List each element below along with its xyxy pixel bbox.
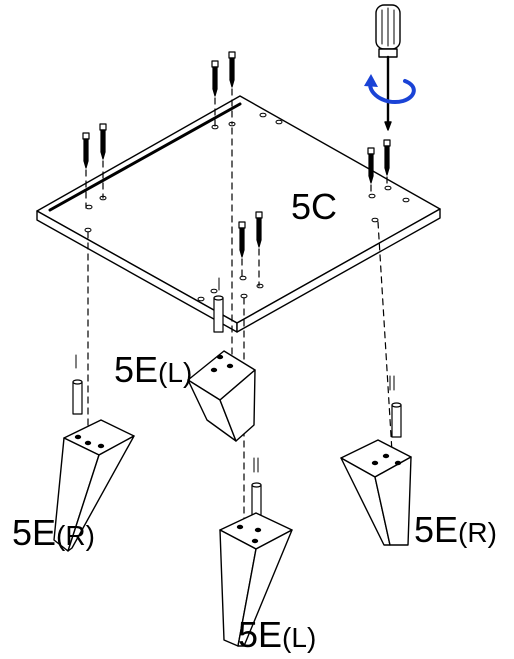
screws — [82, 51, 391, 258]
label-leg-left-code: 5E — [12, 512, 57, 553]
label-leg-bottom-side: (L) — [282, 622, 317, 653]
leg-bottom — [219, 512, 293, 647]
dowel — [213, 295, 224, 333]
label-leg-bottom: 5E(L) — [238, 617, 316, 653]
label-leg-right: 5E(R) — [414, 512, 497, 548]
screw — [238, 221, 246, 258]
dowel — [72, 379, 83, 415]
screw — [211, 60, 219, 97]
label-leg-front-left-code: 5E — [114, 349, 159, 390]
label-leg-front-left: 5E(L) — [114, 352, 192, 388]
label-leg-right-side: (R) — [458, 517, 497, 548]
screwdriver-icon — [375, 4, 401, 131]
label-top-panel: 5C — [291, 186, 338, 227]
screw — [367, 147, 375, 184]
screw — [82, 132, 90, 169]
label-leg-left: 5E(R) — [12, 515, 95, 551]
label-leg-right-code: 5E — [414, 509, 459, 550]
screw — [228, 51, 236, 88]
label-leg-front-left-side: (L) — [158, 357, 193, 388]
screw — [255, 211, 263, 248]
screw — [99, 123, 107, 160]
leg-right — [340, 439, 412, 546]
top-panel — [36, 95, 441, 333]
dowel — [391, 402, 402, 438]
label-leg-left-side: (R) — [56, 520, 95, 551]
dowel — [251, 482, 262, 518]
rotate-clockwise-icon — [364, 74, 416, 105]
screw — [383, 139, 391, 176]
leg-left — [53, 419, 135, 552]
dowel-markers — [75, 277, 395, 473]
leg-front-left — [187, 350, 256, 442]
label-leg-bottom-code: 5E — [238, 614, 283, 655]
